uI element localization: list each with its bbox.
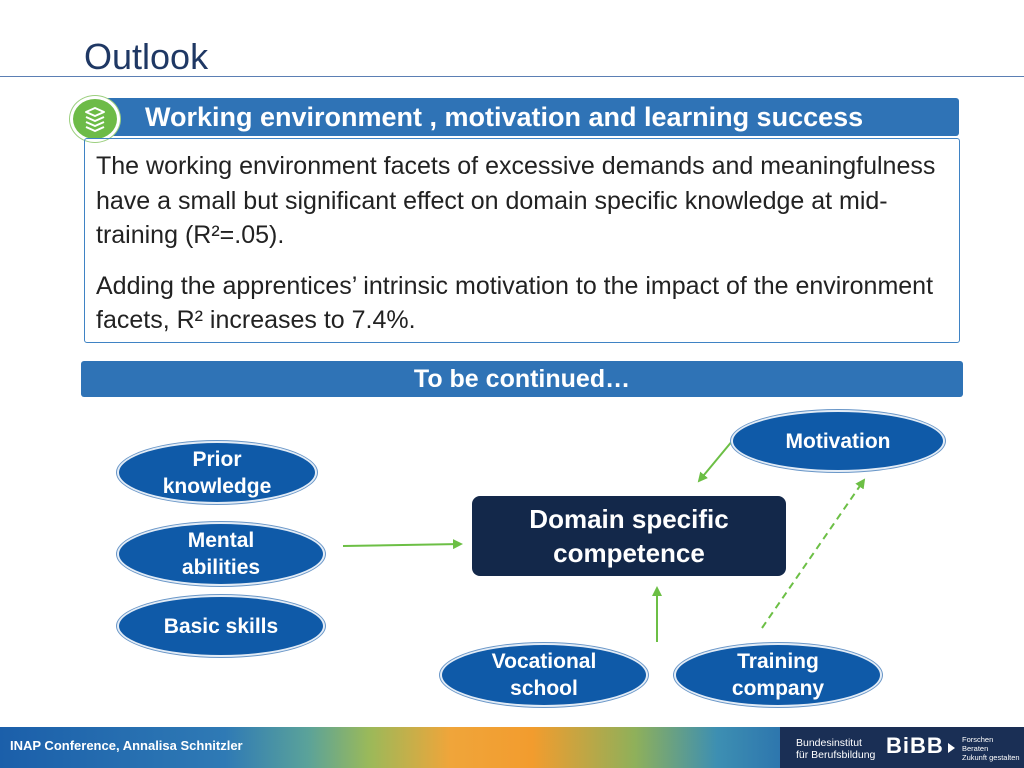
footer-text: INAP Conference, Annalisa Schnitzler [10,738,243,753]
training-company-label-2: company [731,677,825,700]
prior-knowledge-label-2: knowledge [162,474,272,498]
motivation-label: Motivation [785,429,891,453]
books-icon [70,96,120,142]
arrow-abilities-to-competence [342,539,463,550]
arrow-competence-to-motivation [697,439,734,483]
domain-competence-label-1: Domain specific [529,504,729,534]
arrow-company-to-motivation [761,478,866,629]
basic-skills-label: Basic skills [163,614,279,638]
finding-paragraph-1: The working environment facets of excess… [96,152,936,249]
motivation-node: Motivation [731,410,945,472]
logo-arrow-icon [948,743,955,753]
slide-title: Outlook [84,36,209,77]
continued-banner-label: To be continued… [413,364,631,393]
training-company-label-1: Training [737,650,819,673]
basic-skills-node: Basic skills [117,595,325,657]
section-banner-label: Working environment , motivation and lea… [145,101,864,132]
logo-brand: BiBB [886,733,944,758]
domain-competence-node: Domain specific competence [472,496,786,576]
logo-tagline: Forschen Beraten Zukunft gestalten [962,735,1020,762]
training-company-node: Training company [674,643,882,707]
findings-box: The working environment facets of excess… [84,138,960,343]
title-divider [0,76,1024,77]
logo-tag-line-3: Zukunft gestalten [962,753,1020,762]
mental-abilities-label-2: abilities [181,556,261,579]
mental-abilities-label-1: Mental [187,529,255,552]
section-banner: Working environment , motivation and lea… [97,98,959,136]
prior-knowledge-node: Prior knowledge [117,441,317,504]
finding-paragraph-2: Adding the apprentices’ intrinsic motiva… [96,271,934,335]
vocational-school-node: Vocational school [440,643,648,707]
logo-tag-line-2: Beraten [962,744,989,753]
vocational-school-label-1: Vocational [491,650,597,673]
logo-institute-line-2: für Berufsbildung [796,749,876,761]
bibb-logo [780,727,1024,768]
logo-institute-name: Bundesinstitut für Berufsbildung [796,737,875,761]
logo-tag-line-1: Forschen [962,735,994,744]
logo-institute-line-1: Bundesinstitut [796,737,862,749]
mental-abilities-node: Mental abilities [117,522,325,586]
continued-banner: To be continued… [81,361,963,397]
prior-knowledge-label-1: Prior [192,447,242,471]
domain-competence-label-2: competence [553,538,705,568]
vocational-school-label-2: school [510,677,578,700]
